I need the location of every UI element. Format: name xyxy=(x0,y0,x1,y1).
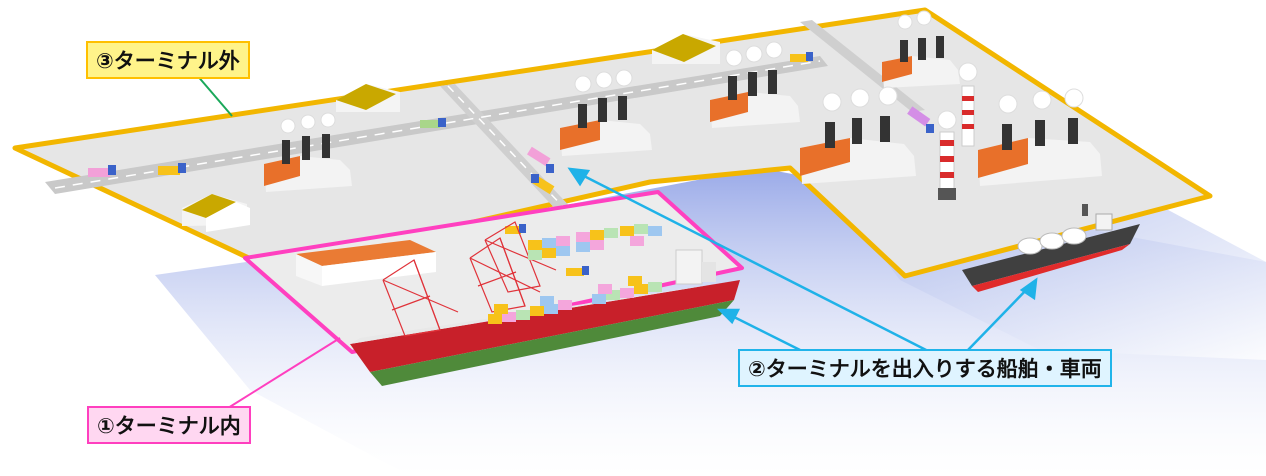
container-stack-icon xyxy=(528,224,662,260)
container-stack-icon xyxy=(488,276,662,324)
truck-icon xyxy=(907,106,934,133)
truck-icon xyxy=(88,165,116,177)
crane-icon xyxy=(382,259,459,337)
factory-icon xyxy=(882,10,960,88)
chimney-icon xyxy=(937,110,957,200)
warehouse-icon xyxy=(652,34,720,64)
truck-icon xyxy=(566,266,589,276)
truck-icon xyxy=(420,118,446,128)
truck-icon xyxy=(531,174,555,195)
arrow-to-container-ship xyxy=(716,308,801,352)
truck-icon xyxy=(505,224,526,234)
chimney-icon xyxy=(958,62,978,147)
outside-leader-line xyxy=(195,73,233,117)
terminal-warehouse-icon xyxy=(296,240,436,286)
crane-icon xyxy=(484,221,557,293)
arrow-to-trucks xyxy=(567,167,931,354)
truck-icon xyxy=(527,146,554,173)
factory-icon xyxy=(978,88,1102,186)
factory-icon xyxy=(800,86,916,184)
inside-terminal-label: ①ターミナル内 xyxy=(87,406,251,444)
factory-icon xyxy=(560,69,652,156)
crane-icon xyxy=(469,237,541,313)
warehouse-icon xyxy=(336,84,400,112)
arrow-to-tanker xyxy=(967,277,1038,351)
truck-icon xyxy=(158,163,186,175)
outside-terminal-label: ③ターミナル外 xyxy=(86,41,250,79)
factory-icon xyxy=(264,112,352,192)
tanker-ship-icon xyxy=(962,204,1140,292)
inside-leader-line xyxy=(227,337,341,409)
container-ship-icon xyxy=(350,249,740,386)
warehouse-icon xyxy=(182,194,250,232)
truck-icon xyxy=(790,52,813,62)
factory-icon xyxy=(710,41,800,128)
vessels-vehicles-label: ②ターミナルを出入りする船舶・車両 xyxy=(738,349,1112,387)
